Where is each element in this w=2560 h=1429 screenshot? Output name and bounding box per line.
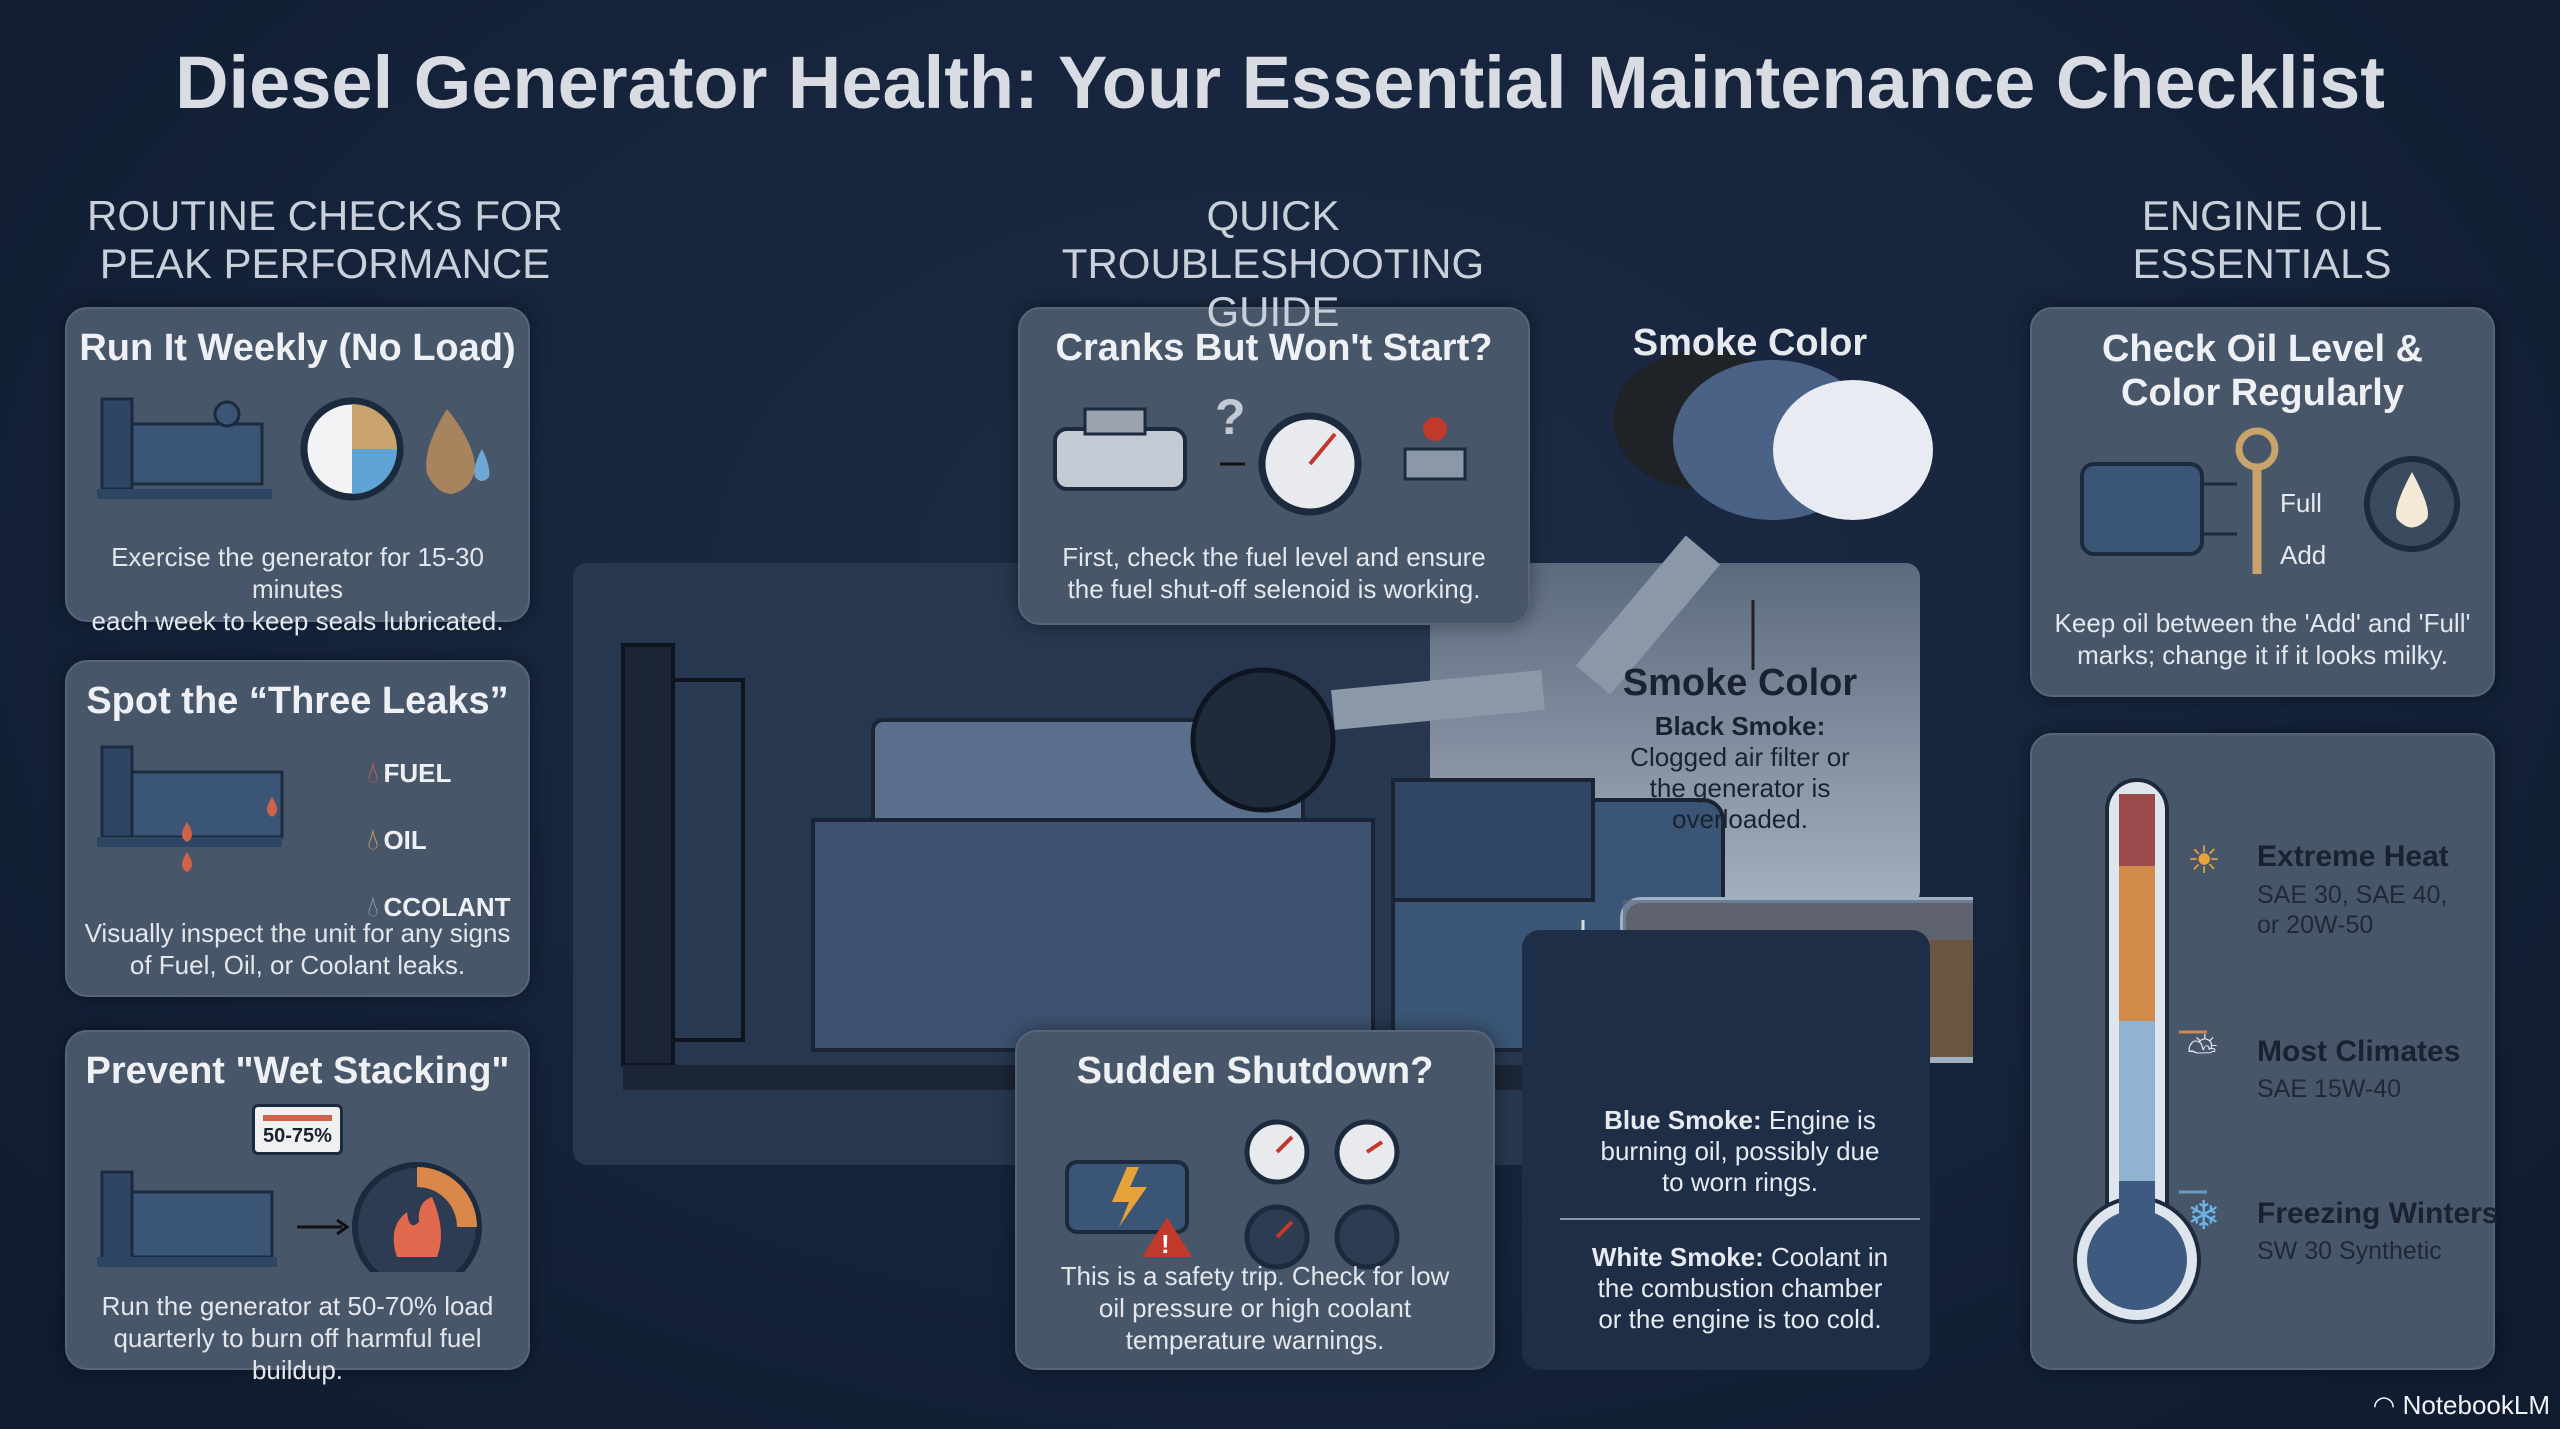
smoke-color-label: Smoke Color [1632,322,1868,364]
card-title: Sudden Shutdown? [1076,1050,1434,1092]
card-title: Check Oil Level & [2101,328,2423,370]
heading-line: QUICK TROUBLESHOOTING [1061,192,1485,287]
desc-line: to worn rings. [1661,1167,1819,1197]
leak-label: CCOLANT [383,892,511,922]
notebooklm-logo: ◠ NotebookLM [2373,1390,2550,1421]
desc-line: the combustion chamber [1597,1273,1883,1303]
grade-desc: SW 30 Synthetic [2257,1237,2442,1265]
card-cranks-no-start: Cranks But Won't Start? ? First, check t… [1018,307,1530,625]
black-smoke-label: Black Smoke: [1654,711,1826,741]
generator-leaks-icon [97,745,284,872]
card-sudden-shutdown: Sudden Shutdown? ! This is a safety trip… [1015,1030,1495,1370]
card-desc: quarterly to burn off harmful fuel build… [113,1323,482,1385]
card-desc: marks; change it if it looks milky. [2077,640,2448,670]
grade-desc: SAE 15W-40 [2257,1075,2402,1103]
desc-line: Coolant in [1763,1242,1889,1272]
svg-text:?: ? [1215,389,1246,445]
grade-desc: SAE 30, SAE 40, [2257,881,2448,909]
black-smoke-info: Smoke Color Black Smoke: Clogged air fil… [1560,662,1920,835]
grade-most-climates: ⛅︎ Most Climates SAE 15W-40 [2187,1031,2497,1104]
card-desc: Run the generator at 50-70% load [101,1291,494,1321]
card-title: Cranks But Won't Start? [1055,327,1493,369]
card-three-leaks: Spot the “Three Leaks” 💧︎ FUEL 💧︎ OIL 💧︎… [65,660,530,997]
blue-smoke-info: Blue Smoke: Engine is burning oil, possi… [1540,1105,1940,1335]
card-desc: Exercise the generator for 15-30 minutes [111,542,484,604]
desc-line: Engine is [1761,1105,1876,1135]
snowflake-icon: ❄ [2187,1194,2221,1238]
coolant-drop-icon: 💧︎ [367,890,379,923]
card-desc: the fuel shut-off selenoid is working. [1067,574,1481,604]
heading-line: ROUTINE CHECKS FOR [86,192,564,239]
oil-drop-icon: 💧︎ [367,823,379,856]
blue-smoke-label: Blue Smoke: [1604,1105,1762,1135]
grade-extreme-heat: ☀ Extreme Heat SAE 30, SAE 40,or 20W-50 [2187,840,2497,940]
card-title: Prevent "Wet Stacking" [85,1050,510,1092]
full-mark-label: Full [2280,488,2322,518]
heading-line: PEAK PERFORMANCE [99,240,551,287]
badge-text: 50-75% [263,1125,332,1147]
grade-title: Extreme Heat [2257,840,2449,873]
leak-label: FUEL [383,758,452,788]
card-wet-stacking: Prevent "Wet Stacking" 50-75% Run the ge… [65,1030,530,1385]
generator-clock-drop-icon [97,397,490,501]
notebooklm-icon: ◠ [2372,1390,2396,1420]
desc-line: Clogged air filter or [1630,742,1850,772]
card-desc: oil pressure or high coolant [1098,1293,1412,1323]
brand-text: NotebookLM [2402,1390,2550,1420]
thermometer-icon [2073,778,2207,1324]
page-title: Diesel Generator Health: Your Essential … [175,41,2385,124]
heading-line: ENGINE OIL [2141,192,2383,239]
card-run-weekly: Run It Weekly (No Load) Exercise the gen… [65,307,530,636]
grade-title: Freezing Winters [2257,1197,2499,1230]
desc-line: overloaded. [1672,804,1808,834]
grade-desc: or 20W-50 [2257,911,2374,939]
divider [1560,1218,1920,1220]
card-desc: each week to keep seals lubricated. [91,606,504,636]
white-smoke-label: White Smoke: [1591,1242,1764,1272]
desc-line: burning oil, possibly due [1600,1136,1880,1166]
fuel-drop-icon: 💧︎ [367,756,379,789]
sun-icon: ☀ [2187,840,2222,882]
svg-text:!: ! [1161,1229,1170,1259]
card-desc: Keep oil between the 'Add' and 'Full' [2054,608,2471,638]
smoke-title: Smoke Color [1622,662,1858,704]
grade-title: Most Climates [2257,1035,2461,1068]
grade-freezing-winters: ❄ Freezing Winters SW 30 Synthetic [2187,1194,2507,1266]
generator-flame-icon [97,1162,482,1272]
add-mark-label: Add [2280,540,2327,570]
desc-line: or the engine is too cold. [1598,1304,1882,1334]
heading-line: GUIDE [1206,288,1340,335]
card-desc: This is a safety trip. Check for low [1060,1261,1450,1291]
starter-fuel-gauge-valve-icon: ? [1053,389,1467,516]
leak-legend: 💧︎ FUEL 💧︎ OIL 💧︎ CCOLANT [367,742,511,943]
card-title: Spot the “Three Leaks” [86,680,509,722]
engine-dipstick-drop-icon [2080,427,2460,574]
smoke-info-panel [1522,930,1930,1370]
card-title: Run It Weekly (No Load) [79,327,516,369]
leak-label: OIL [383,825,427,855]
card-title: Color Regularly [2121,372,2404,414]
desc-line: the generator is [1649,773,1831,803]
load-badge: 50-75% [252,1104,343,1155]
card-desc: First, check the fuel level and ensure [1062,542,1486,572]
engine-warning-gauges-icon: ! [1065,1119,1400,1270]
card-oil-grades: ☀ Extreme Heat SAE 30, SAE 40,or 20W-50 … [2030,733,2498,1370]
card-desc: of Fuel, Oil, or Coolant leaks. [129,950,466,980]
heading-line: ESSENTIALS [2132,240,2392,287]
card-desc: Visually inspect the unit for any signs [84,918,511,948]
partly-cloudy-icon: ⛅︎ [2187,1031,2218,1073]
card-desc: temperature warnings. [1125,1325,1385,1355]
